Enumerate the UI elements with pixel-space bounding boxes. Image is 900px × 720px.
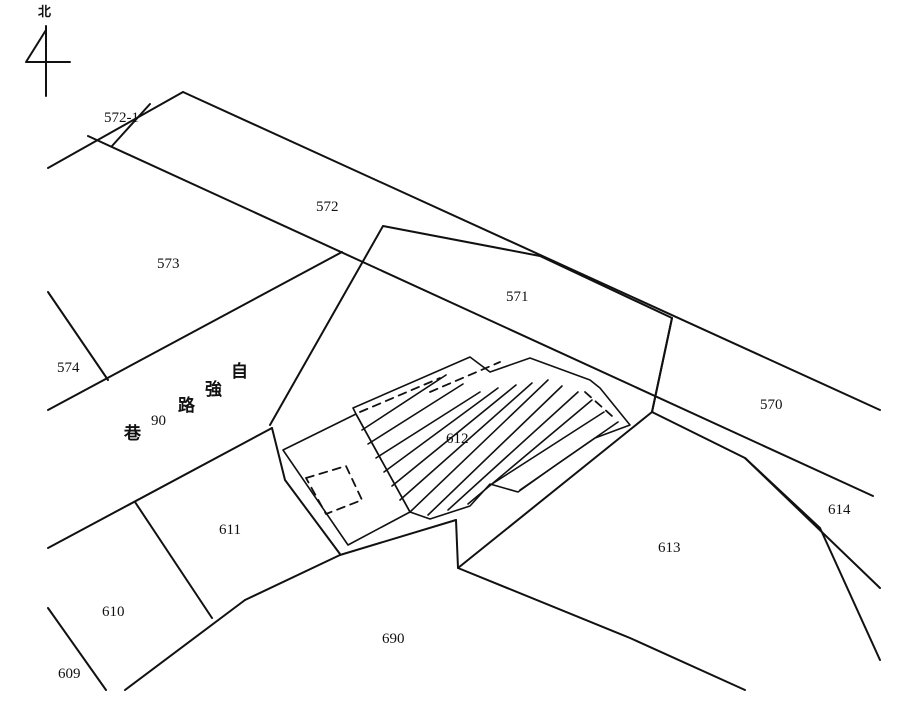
parcel-label-614: 614	[828, 502, 851, 518]
parcel-label-690: 690	[382, 631, 405, 647]
road-char-lu: 路	[178, 396, 195, 416]
parcel-boundaries	[47, 91, 881, 691]
road-char-90: 90	[151, 413, 166, 429]
parcel-label-610: 610	[102, 604, 125, 620]
building-footprint	[282, 413, 411, 546]
parcel-label-572: 572	[316, 199, 339, 215]
parcel-label-574: 574	[57, 360, 80, 376]
road-char-qiang: 強	[205, 380, 222, 400]
north-label: 北	[38, 5, 52, 20]
north-arrow-icon	[25, 25, 71, 97]
road-char-zi: 自	[231, 362, 248, 382]
road-char-xiang: 巷	[124, 424, 141, 444]
parcel-label-611: 611	[219, 522, 241, 538]
parcel-label-609: 609	[58, 666, 81, 682]
parcel-label-570: 570	[760, 397, 783, 413]
parcel-label-572-1: 572-1	[104, 110, 139, 126]
parcel-label-613: 613	[658, 540, 681, 556]
parcel-label-573: 573	[157, 256, 180, 272]
parcel-label-571: 571	[506, 289, 529, 305]
parcel-label-612: 612	[446, 431, 469, 447]
hatched-parcel-612	[352, 356, 631, 520]
